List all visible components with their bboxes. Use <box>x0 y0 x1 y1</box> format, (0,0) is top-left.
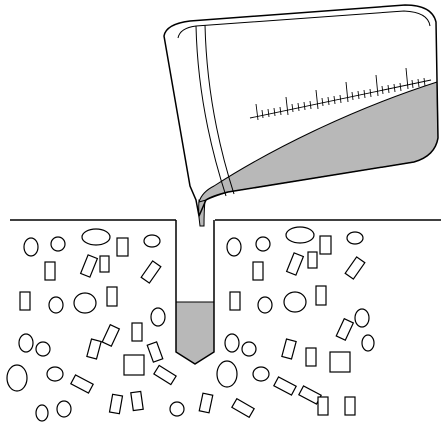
scale-tick <box>280 107 281 115</box>
scale-tick <box>322 98 323 106</box>
soil-particle <box>131 391 143 410</box>
soil-particle <box>230 292 240 310</box>
soil-particle <box>362 335 374 351</box>
scale-tick <box>394 84 395 92</box>
hole-liquid <box>176 302 214 364</box>
soil-particle <box>36 405 48 421</box>
scale-tick-major <box>376 75 378 96</box>
soil-particle <box>336 319 353 340</box>
scale-tick <box>310 101 311 109</box>
soil-particle <box>107 287 117 306</box>
soil-particle <box>117 238 128 256</box>
scale-tick <box>364 90 365 98</box>
scale-tick-major <box>316 90 318 109</box>
scale-tick <box>382 86 383 94</box>
soil-particle <box>287 253 304 275</box>
soil-particle <box>253 262 263 280</box>
beaker <box>164 5 438 216</box>
soil-particle <box>225 334 239 352</box>
soil-particle <box>330 352 350 372</box>
soil-particle <box>20 292 30 310</box>
scale-tick-major <box>256 104 258 120</box>
soil-particle <box>286 227 314 243</box>
soil-particle <box>147 342 163 362</box>
soil-particle <box>87 339 101 359</box>
soil-particle <box>274 377 296 395</box>
soil-particle <box>24 238 38 256</box>
soil-particle <box>258 297 272 313</box>
scale-tick <box>352 92 353 100</box>
soil-particle <box>36 342 50 356</box>
soil-particle <box>227 238 241 256</box>
soil-particle <box>51 237 65 251</box>
scale-tick <box>292 104 293 112</box>
scale-tick <box>298 103 299 111</box>
scale-tick-major <box>346 82 348 102</box>
soil-particle <box>256 237 270 251</box>
soil-particle <box>74 293 96 313</box>
soil-particle <box>308 252 317 268</box>
soil-particle <box>49 297 63 313</box>
soil-particle <box>47 367 63 381</box>
soil-particle <box>81 255 98 277</box>
beaker-rim <box>178 11 430 38</box>
soil-particle <box>154 365 176 384</box>
soil-particle <box>19 334 33 352</box>
scale-tick <box>400 83 401 91</box>
scale-tick <box>388 85 389 93</box>
soil-particle <box>199 393 213 413</box>
scale-tick <box>334 96 335 104</box>
soil-particle <box>151 308 165 326</box>
scale-tick <box>262 110 263 118</box>
soil-particle <box>45 262 55 280</box>
soil-particle <box>124 355 144 375</box>
soil-particle <box>102 325 119 346</box>
scale-tick <box>274 108 275 116</box>
soil-particle <box>82 229 110 245</box>
scale-tick-major <box>406 68 408 89</box>
hole <box>176 220 214 364</box>
soil-particle <box>141 261 161 283</box>
scale-tick <box>268 109 269 117</box>
soil-particles-left <box>7 229 184 421</box>
soil-particle <box>284 292 306 312</box>
scale-tick <box>358 91 359 99</box>
soil-particle <box>355 309 369 327</box>
soil-particle <box>345 257 365 279</box>
soil-particle <box>242 342 256 356</box>
scale-tick <box>412 80 413 88</box>
scale-tick-major <box>286 97 288 115</box>
soil-particle <box>71 375 93 393</box>
scale-tick <box>418 79 419 87</box>
scale-tick <box>340 95 341 103</box>
beaker-seam-inner <box>205 25 234 194</box>
soil-particle <box>306 348 316 366</box>
soil-particles-right <box>199 227 374 417</box>
soil-particle <box>110 394 123 413</box>
soil-particle <box>132 323 142 341</box>
soil-particle <box>232 399 254 418</box>
soil-particle <box>347 232 363 244</box>
scale-tick <box>328 97 329 105</box>
soil-particle <box>144 235 160 247</box>
soil-particle <box>316 286 326 305</box>
beaker-seam-outer <box>196 26 226 196</box>
scale-tick <box>370 89 371 97</box>
beaker-liquid <box>199 82 438 202</box>
soil-particle <box>320 236 331 254</box>
soil-particle <box>318 397 328 415</box>
soil-particle <box>253 367 269 381</box>
soil-particle <box>345 397 355 415</box>
soil-particle <box>170 402 184 416</box>
soil-particle <box>217 361 237 387</box>
scale-tick <box>424 78 425 86</box>
scale-tick <box>304 102 305 110</box>
soil-particle <box>7 365 27 391</box>
soil-particle <box>282 339 296 359</box>
soil-particle <box>57 401 71 417</box>
soil-particle <box>100 256 109 272</box>
